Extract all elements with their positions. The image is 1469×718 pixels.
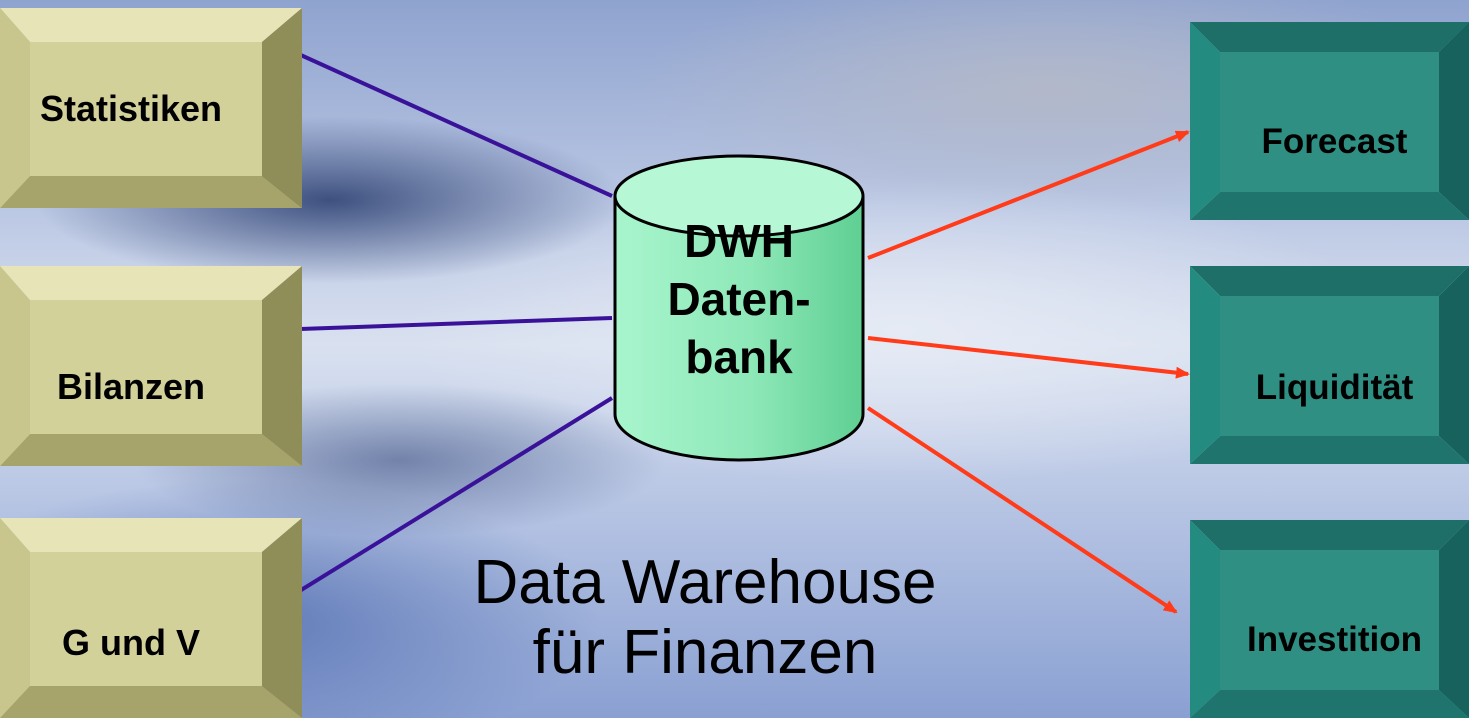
arrow-db-to-investition xyxy=(866,406,1178,614)
box-statistiken-label: Statistiken xyxy=(39,88,223,129)
caption-line-1: Data Warehouse xyxy=(473,548,937,617)
box-investition-label: Investition xyxy=(1246,620,1423,659)
caption-line-2: für Finanzen xyxy=(532,618,878,687)
box-g-und-v-label: G und V xyxy=(62,622,200,663)
box-liquiditaet-label: Liquidität xyxy=(1255,368,1414,407)
box-g-und-v: G und V xyxy=(0,518,302,718)
arrow-db-to-forecast xyxy=(867,130,1190,260)
box-bilanzen-label: Bilanzen xyxy=(56,366,206,407)
box-liquiditaet: Liquidität xyxy=(1190,266,1469,464)
arrow-db-to-bilanzen xyxy=(270,316,613,336)
box-investition: Investition xyxy=(1190,520,1469,718)
arrow-db-to-g-und-v xyxy=(270,396,614,610)
database-line-2: Daten- xyxy=(667,273,811,325)
database-label: DWH Daten- bank xyxy=(612,212,866,386)
database-cylinder: DWH Daten- bank xyxy=(612,152,866,464)
arrow-db-to-statistiken xyxy=(270,40,613,198)
diagram-caption: Data Warehouse für Finanzen xyxy=(390,548,1020,688)
box-bilanzen: Bilanzen xyxy=(0,266,302,466)
box-forecast-label: Forecast xyxy=(1261,122,1408,161)
arrow-db-to-liquiditaet xyxy=(867,336,1190,379)
database-line-1: DWH xyxy=(684,215,794,267)
box-forecast: Forecast xyxy=(1190,22,1469,220)
database-line-3: bank xyxy=(685,331,793,383)
box-statistiken: Statistiken xyxy=(0,8,302,208)
